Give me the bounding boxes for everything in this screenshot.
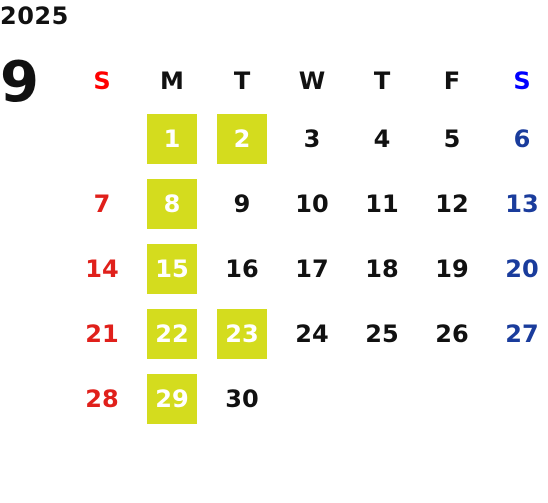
month-number: 9 bbox=[0, 50, 39, 115]
day-number: 22 bbox=[147, 308, 197, 359]
day-cell[interactable]: 7 bbox=[67, 171, 137, 236]
day-cell[interactable]: 26 bbox=[417, 301, 487, 366]
day-number: 16 bbox=[225, 254, 259, 283]
day-number: 20 bbox=[505, 254, 539, 283]
day-cell[interactable]: 4 bbox=[347, 106, 417, 171]
day-cell[interactable]: 28 bbox=[67, 366, 137, 431]
day-number: 23 bbox=[217, 308, 267, 359]
day-number: 27 bbox=[505, 319, 539, 348]
day-cell[interactable]: 15 bbox=[137, 236, 207, 301]
day-number: 15 bbox=[147, 243, 197, 294]
weekday-header: F bbox=[443, 67, 461, 95]
day-cell[interactable]: 30 bbox=[207, 366, 277, 431]
day-cell[interactable]: 14 bbox=[67, 236, 137, 301]
day-number: 25 bbox=[365, 319, 399, 348]
day-number: 26 bbox=[435, 319, 469, 348]
day-number: 28 bbox=[85, 384, 119, 413]
day-cell[interactable]: 3 bbox=[277, 106, 347, 171]
day-cell[interactable]: 6 bbox=[487, 106, 548, 171]
day-cell[interactable]: 16 bbox=[207, 236, 277, 301]
day-cell[interactable]: 13 bbox=[487, 171, 548, 236]
day-number: 11 bbox=[365, 189, 399, 218]
day-cell[interactable]: 12 bbox=[417, 171, 487, 236]
day-cell[interactable]: 11 bbox=[347, 171, 417, 236]
day-number: 13 bbox=[505, 189, 539, 218]
weekday-header: W bbox=[298, 67, 326, 95]
day-cell[interactable]: 8 bbox=[137, 171, 207, 236]
day-cell[interactable]: 9 bbox=[207, 171, 277, 236]
day-number: 21 bbox=[85, 319, 119, 348]
day-number: 12 bbox=[435, 189, 469, 218]
day-cell[interactable]: 21 bbox=[67, 301, 137, 366]
day-number: 6 bbox=[513, 124, 531, 153]
day-cell[interactable]: 5 bbox=[417, 106, 487, 171]
day-cell[interactable]: 1 bbox=[137, 106, 207, 171]
day-number: 24 bbox=[295, 319, 329, 348]
day-number: 4 bbox=[373, 124, 391, 153]
day-number: 18 bbox=[365, 254, 399, 283]
day-cell[interactable]: 29 bbox=[137, 366, 207, 431]
day-number: 5 bbox=[443, 124, 461, 153]
day-cell[interactable]: 2 bbox=[207, 106, 277, 171]
day-number: 9 bbox=[233, 189, 251, 218]
day-number: 30 bbox=[225, 384, 259, 413]
weekday-header: T bbox=[373, 67, 391, 95]
day-number: 19 bbox=[435, 254, 469, 283]
day-cell[interactable]: 24 bbox=[277, 301, 347, 366]
weekday-header: S bbox=[513, 67, 531, 95]
day-cell[interactable]: 23 bbox=[207, 301, 277, 366]
day-number: 8 bbox=[147, 178, 197, 229]
day-number: 3 bbox=[303, 124, 321, 153]
day-cell[interactable]: 10 bbox=[277, 171, 347, 236]
day-cell[interactable]: 25 bbox=[347, 301, 417, 366]
day-number: 10 bbox=[295, 189, 329, 218]
day-number: 2 bbox=[217, 113, 267, 164]
weekday-header: S bbox=[93, 67, 111, 95]
day-cell[interactable]: 27 bbox=[487, 301, 548, 366]
day-number: 29 bbox=[147, 373, 197, 424]
day-cell[interactable]: 18 bbox=[347, 236, 417, 301]
day-number: 7 bbox=[93, 189, 111, 218]
day-cell[interactable]: 22 bbox=[137, 301, 207, 366]
day-cell[interactable]: 20 bbox=[487, 236, 548, 301]
weekday-header: T bbox=[233, 67, 251, 95]
day-cell[interactable]: 19 bbox=[417, 236, 487, 301]
year-label: 2025 bbox=[0, 2, 69, 30]
day-number: 17 bbox=[295, 254, 329, 283]
day-number: 14 bbox=[85, 254, 119, 283]
day-number: 1 bbox=[147, 113, 197, 164]
day-cell[interactable]: 17 bbox=[277, 236, 347, 301]
weekday-header: M bbox=[160, 67, 184, 95]
